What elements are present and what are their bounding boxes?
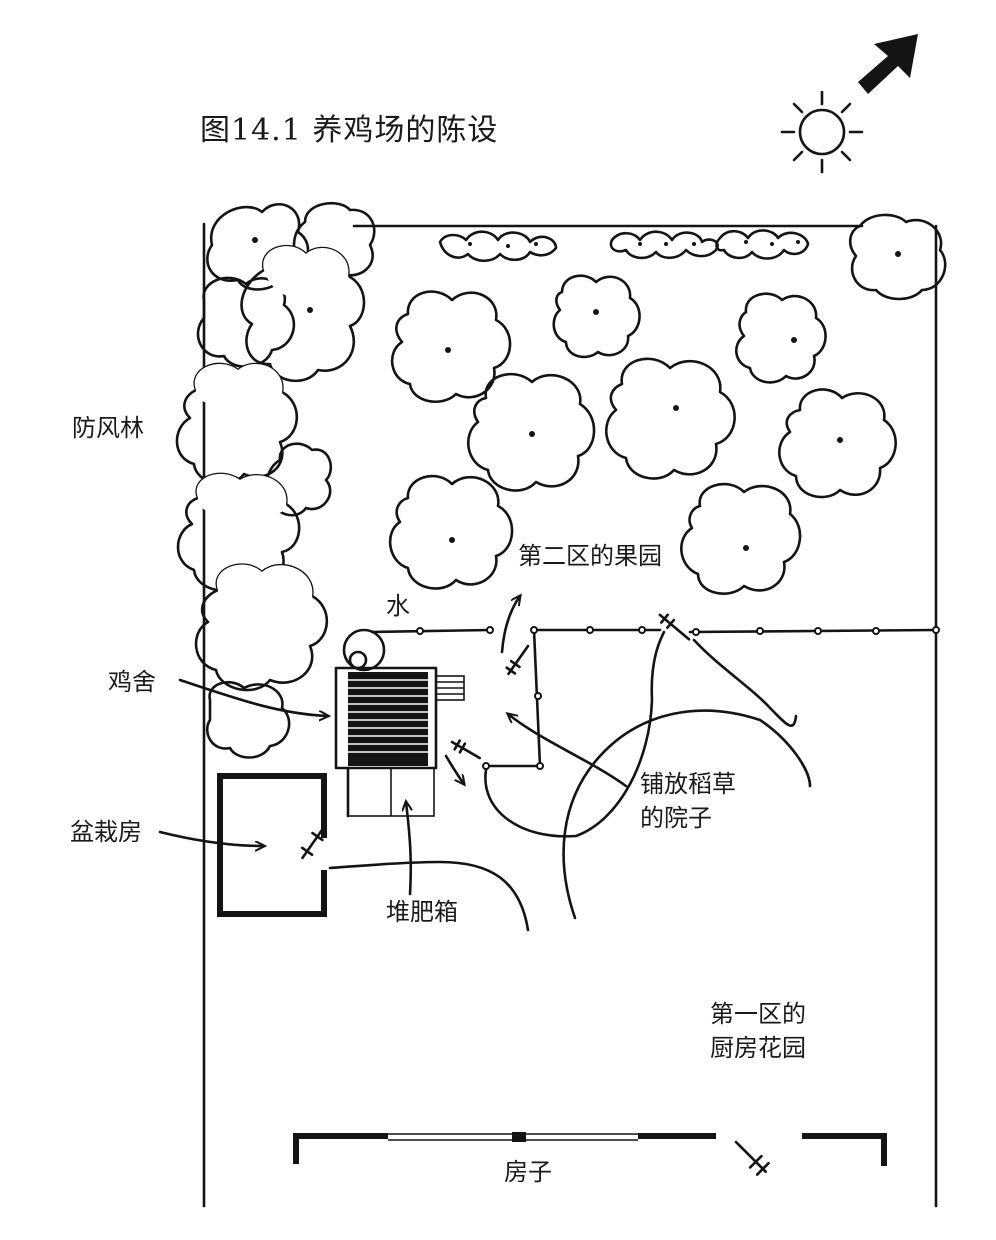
zone1-label-line1: 第一区的 — [710, 1000, 806, 1028]
water-label: 水 — [386, 592, 410, 620]
shrub-icon — [438, 230, 558, 263]
tree-icon — [240, 244, 366, 383]
water-trough — [342, 628, 386, 672]
tree-icon — [194, 563, 329, 692]
greenhouse-label: 盆栽房 — [70, 818, 142, 846]
straw-yard-label-line1: 铺放稻草 — [640, 770, 736, 798]
straw-yard-label-line2: 的院子 — [640, 804, 712, 832]
greenhouse-building — [217, 773, 327, 917]
gate-icon — [658, 613, 691, 641]
tree-icon — [467, 372, 596, 492]
gate-icon — [734, 1140, 770, 1176]
tree-icon — [778, 388, 897, 499]
tree-icon — [175, 362, 299, 486]
shrub-icon — [715, 229, 810, 260]
annotation-arrows — [158, 596, 628, 896]
zone1-label-line2: 厨房花园 — [710, 1034, 806, 1062]
windbreak-trees — [175, 202, 376, 759]
gate-icon — [505, 644, 530, 676]
north-arrow-icon — [858, 34, 918, 94]
tree-icon — [196, 276, 296, 368]
tree-icon — [552, 274, 641, 359]
tree-icon — [388, 474, 514, 590]
figure-title: 图14.1 养鸡场的陈设 — [200, 113, 498, 148]
shrub-icon — [609, 230, 719, 260]
sun-icon — [780, 90, 864, 174]
tree-icon — [205, 681, 291, 759]
tree-icon — [390, 290, 512, 403]
zone2-orchard-label: 第二区的果园 — [518, 542, 662, 570]
compost-bin-label: 堆肥箱 — [386, 898, 458, 926]
tree-icon — [680, 482, 802, 595]
tree-icon — [735, 292, 827, 384]
gate-icon — [300, 828, 324, 860]
garden-paths — [328, 630, 812, 932]
chicken-coop — [334, 666, 465, 770]
compost-bins — [346, 766, 435, 818]
gate-icon — [450, 739, 482, 760]
tree-icon — [605, 357, 736, 480]
house-label: 房子 — [504, 1158, 552, 1186]
orchard-trees — [388, 213, 947, 595]
hedge-shrubs — [438, 229, 810, 263]
house-outline — [293, 1132, 887, 1166]
windbreak-label: 防风林 — [72, 414, 144, 442]
tree-icon — [848, 213, 947, 301]
chicken-coop-label: 鸡舍 — [108, 668, 156, 696]
